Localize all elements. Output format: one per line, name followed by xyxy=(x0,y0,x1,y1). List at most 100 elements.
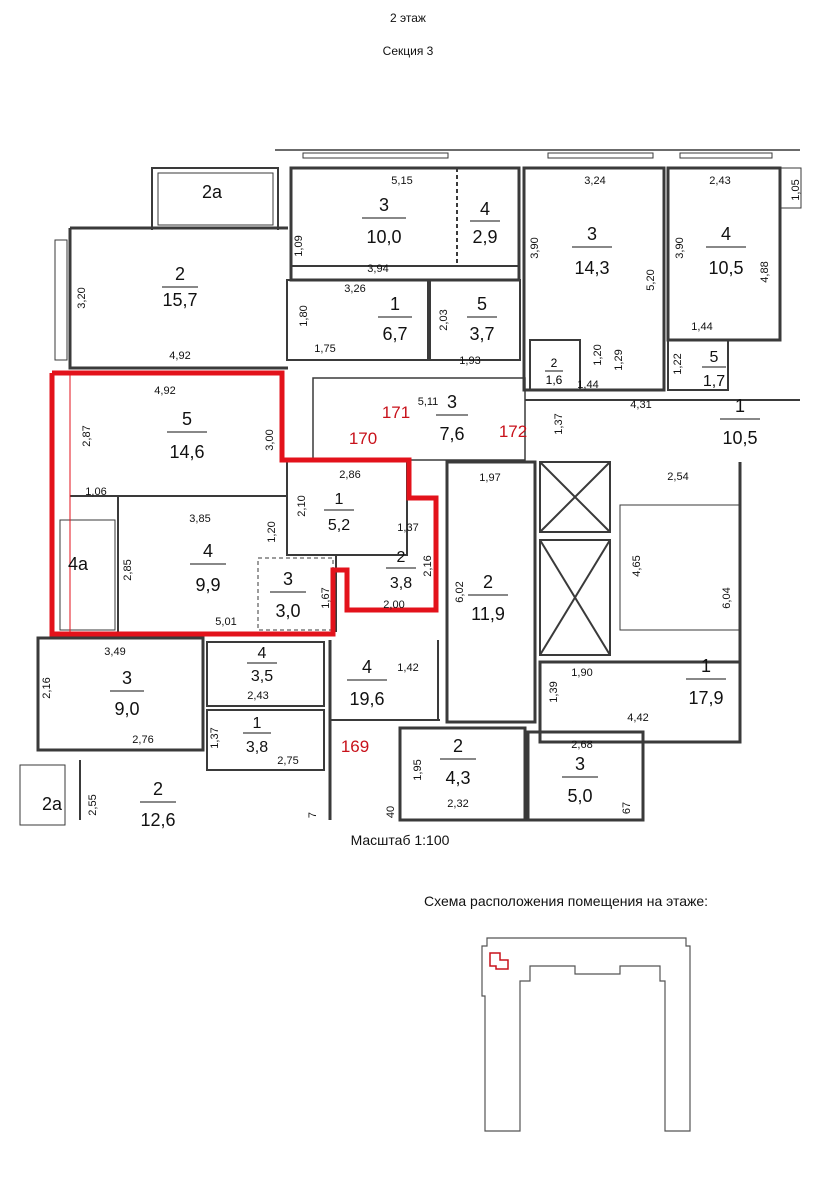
dimension-label: 3,90 xyxy=(674,237,686,258)
room-label: 1 17,9 xyxy=(686,656,726,708)
dimension-label: 3,24 xyxy=(584,175,605,187)
dimension-label: 40 xyxy=(385,806,397,818)
walls xyxy=(19,149,802,826)
apartment-number: 169 xyxy=(341,737,369,756)
highlighted-apartment-outline xyxy=(49,370,439,637)
room-area: 10,5 xyxy=(708,258,743,278)
room-label: 1 5,2 xyxy=(324,491,354,534)
dimension-label: 2,76 xyxy=(132,734,153,746)
dimension-label: 1,06 xyxy=(85,486,106,498)
apartment-number: 170 xyxy=(349,429,377,448)
dimension-label: 2,85 xyxy=(122,559,134,580)
dimension-label: 1,09 xyxy=(293,235,305,256)
dimension-label: 1,20 xyxy=(266,521,278,542)
room-area: 10,0 xyxy=(366,227,401,247)
dimension-label: 2,32 xyxy=(447,798,468,810)
room-label: 2а xyxy=(202,182,223,202)
dimension-label: 2,86 xyxy=(339,469,360,481)
dimension-label: 1,44 xyxy=(577,379,598,391)
room-labels: 2а 2 15,7 3 10,0 4 2,9 1 6,7 5 3,7 3 xyxy=(42,182,760,830)
dimension-label: 1,42 xyxy=(397,662,418,674)
room-label: 2 15,7 xyxy=(162,264,198,310)
location-schema-label: Схема расположения помещения на этаже: xyxy=(424,893,709,909)
dimension-label: 4,65 xyxy=(631,555,643,576)
dimension-label: 1,05 xyxy=(790,179,802,200)
dimension-label: 5,01 xyxy=(215,616,236,628)
room-area: 1,7 xyxy=(703,373,725,390)
room-label: 2 1,6 xyxy=(545,356,563,387)
room-label: 4 3,5 xyxy=(247,645,277,685)
dimension-label: 1,75 xyxy=(314,343,335,355)
room-label: 5 3,7 xyxy=(467,294,497,344)
dimension-label: 3,94 xyxy=(367,263,388,275)
dimension-label: 5,15 xyxy=(391,175,412,187)
room-area: 9,0 xyxy=(114,699,139,719)
room-area: 17,9 xyxy=(688,688,723,708)
room-area: 9,9 xyxy=(195,575,220,595)
apartment-number: 171 xyxy=(382,403,410,422)
room-label: 3 7,6 xyxy=(436,392,468,444)
room-label: 2а xyxy=(42,794,63,814)
room-number: 3 xyxy=(379,195,389,215)
apartment-numbers: 171 170 172 169 xyxy=(341,403,527,756)
dimension-label: 2,87 xyxy=(81,425,93,446)
room-number: 4 xyxy=(480,199,490,219)
room-label: 4а xyxy=(68,554,89,574)
room-number: 1 xyxy=(335,491,344,508)
dimension-label: 3,85 xyxy=(189,513,210,525)
dimension-label: 1,37 xyxy=(209,727,221,748)
room-number: 5 xyxy=(477,294,487,314)
room-number: 3 xyxy=(575,754,585,774)
dimension-label: 67 xyxy=(621,802,633,814)
dimension-label: 5,20 xyxy=(645,269,657,290)
room-number: 4 xyxy=(721,224,731,244)
dimension-label: 3,49 xyxy=(104,646,125,658)
room-number: 5 xyxy=(182,409,192,429)
scale-label: Масштаб 1:100 xyxy=(350,832,450,848)
dimension-label: 7 xyxy=(307,812,319,818)
room-label: 2 4,3 xyxy=(440,736,476,788)
dimension-label: 2,10 xyxy=(296,495,308,516)
room-number: 4 xyxy=(362,657,372,677)
dimension-labels: 5,15 3,24 2,43 1,05 1,09 3,94 3,90 3,90 … xyxy=(41,175,802,818)
room-number: 1 xyxy=(701,656,711,676)
room-area: 14,3 xyxy=(574,258,609,278)
room-area: 3,8 xyxy=(390,575,412,592)
dimension-label: 2,68 xyxy=(571,739,592,751)
room-label: 1 10,5 xyxy=(720,396,760,448)
apartment-location-marker xyxy=(489,952,509,970)
dimension-label: 2,16 xyxy=(422,555,434,576)
dimension-label: 4,42 xyxy=(627,712,648,724)
apartment-number: 172 xyxy=(499,422,527,441)
floor-plan: 2а 2 15,7 3 10,0 4 2,9 1 6,7 5 3,7 3 xyxy=(19,149,802,830)
dimension-label: 1,39 xyxy=(548,681,560,702)
section-label: Секция 3 xyxy=(382,44,434,58)
room-area: 3,5 xyxy=(251,668,273,685)
room-number: 2 xyxy=(551,356,558,370)
room-number: 2а xyxy=(42,794,63,814)
room-label: 1 3,8 xyxy=(243,715,271,756)
room-number: 3 xyxy=(283,569,293,589)
dimension-label: 1,90 xyxy=(571,667,592,679)
room-label: 2 12,6 xyxy=(140,779,176,830)
dimension-label: 1,80 xyxy=(298,305,310,326)
room-label: 3 14,3 xyxy=(572,224,612,278)
room-area: 3,8 xyxy=(246,739,268,756)
room-number: 4а xyxy=(68,554,89,574)
dimension-label: 1,20 xyxy=(592,344,604,365)
dimension-label: 4,88 xyxy=(759,261,771,282)
room-label: 2 3,8 xyxy=(386,549,416,592)
room-number: 1 xyxy=(735,396,745,416)
dimension-label: 1,22 xyxy=(672,353,684,374)
room-number: 1 xyxy=(390,294,400,314)
room-area: 11,9 xyxy=(471,604,505,624)
room-area: 3,7 xyxy=(469,324,494,344)
room-area: 5,2 xyxy=(328,517,350,534)
room-area: 19,6 xyxy=(349,689,384,709)
dimension-label: 1,29 xyxy=(613,349,625,370)
room-label: 2 11,9 xyxy=(468,572,508,624)
dimension-label: 2,16 xyxy=(41,677,53,698)
dimension-label: 2,75 xyxy=(277,755,298,767)
room-number: 2 xyxy=(453,736,463,756)
floor-label: 2 этаж xyxy=(390,11,426,25)
